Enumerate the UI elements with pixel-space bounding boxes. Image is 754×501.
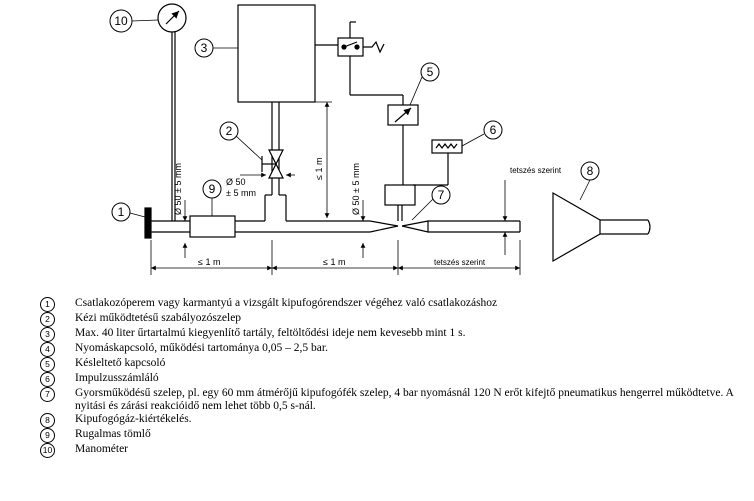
legend-number: 2 — [40, 312, 55, 327]
callout-5: 5 — [427, 65, 434, 79]
legend-item: 7 Gyorsműködésű szelep, pl. egy 60 mm át… — [40, 387, 745, 413]
callout-7-circle — [431, 185, 451, 205]
dim-1m-left: ≤ 1 m — [198, 257, 220, 267]
manual-valve — [261, 149, 284, 179]
riser-pipe — [264, 140, 287, 221]
legend-item: 6 Impulzusszámláló — [40, 372, 745, 387]
legend-item: 3 Max. 40 liter űrtartalmú kiegyenlítő t… — [40, 327, 745, 342]
callout-1-circle — [111, 202, 131, 222]
legend-number: 10 — [40, 443, 55, 459]
callout-6-circle — [483, 120, 503, 140]
exhaust-analyzer-cone — [552, 191, 601, 263]
legend-text: Manométer — [75, 443, 129, 456]
dim-arbitrary-bottom: tetszés szerint — [434, 258, 486, 267]
dim-arbitrary-top: tetszés szerint — [510, 166, 562, 175]
legend-text: Impulzusszámláló — [75, 372, 159, 384]
test-rig-diagram: 1 2 3 5 6 7 8 9 10 Ø 50 ± 5 mm Ø 50 ± 5 … — [109, 3, 651, 275]
impulse-counter — [431, 139, 463, 154]
legend-text: Csatlakozóperem vagy karmantyú a vizsgál… — [75, 297, 498, 309]
legend-item: 5 Késleltető kapcsoló — [40, 357, 745, 372]
callout-6: 6 — [490, 123, 497, 137]
legend-number: 7 — [40, 387, 55, 402]
legend-item: 4 Nyomáskapcsoló, működési tartománya 0,… — [40, 342, 745, 357]
legend-number: 8 — [40, 413, 55, 429]
legend-item: 2 Kézi működtetésű szabályozószelep — [40, 312, 745, 327]
equalizing-tank — [237, 4, 316, 103]
legend-text: Kipufogógáz-kiértékelés. — [75, 413, 192, 426]
legend-number: 9 — [40, 428, 55, 444]
legend-number: 6 — [40, 372, 55, 387]
callout-8: 8 — [587, 164, 594, 178]
legend-item: 8 Kipufogógáz-kiértékelés. — [40, 413, 745, 429]
legend-item: 9 Rugalmas tömlő — [40, 428, 745, 444]
legend-text: Max. 40 liter űrtartalmú kiegyenlítő tar… — [75, 327, 466, 339]
callout-3: 3 — [201, 41, 208, 55]
dim-diam-left: Ø 50 ± 5 mm — [173, 163, 183, 215]
callout-10: 10 — [114, 14, 128, 28]
legend-text: Gyorsműködésű szelep, pl. egy 60 mm átmé… — [75, 387, 734, 413]
dim-1m-mid: ≤ 1 m — [323, 257, 345, 267]
flange — [144, 207, 152, 239]
callout-1: 1 — [118, 205, 125, 219]
legend-number: 4 — [40, 342, 55, 357]
callout-7: 7 — [438, 188, 445, 202]
callout-5-circle — [420, 62, 440, 82]
legend-text: Rugalmas tömlő — [75, 428, 151, 441]
dim-diam-mid-tol: ± 5 mm — [226, 188, 256, 198]
legend-number: 1 — [40, 297, 55, 312]
legend-text: Nyomáskapcsoló, működési tartománya 0,05… — [75, 342, 328, 354]
legend-item: 10 Manométer — [40, 443, 745, 459]
dim-diam-mid: Ø 50 — [226, 177, 246, 187]
legend-item: 1 Csatlakozóperem vagy karmantyú a vizsg… — [40, 297, 745, 312]
flexible-hose — [189, 215, 236, 238]
callout-2-circle — [219, 121, 239, 141]
legend-text: Késleltető kapcsoló — [75, 357, 166, 369]
legend-number: 3 — [40, 327, 55, 342]
dim-diam-right: Ø 50 ± 5 mm — [351, 163, 361, 215]
legend-number: 5 — [40, 357, 55, 372]
dim-vertical-1m: ≤ 1 m — [314, 158, 324, 180]
legend-text: Kézi működtetésű szabályozószelep — [75, 312, 242, 324]
legend: 1 Csatlakozóperem vagy karmantyú a vizsg… — [40, 297, 745, 459]
quick-valve — [401, 220, 429, 233]
quick-valve-actuator — [384, 184, 416, 206]
callout-9: 9 — [209, 182, 216, 196]
callout-2: 2 — [226, 124, 233, 138]
main-pipe — [151, 220, 399, 233]
outlet-pipe — [428, 220, 521, 233]
